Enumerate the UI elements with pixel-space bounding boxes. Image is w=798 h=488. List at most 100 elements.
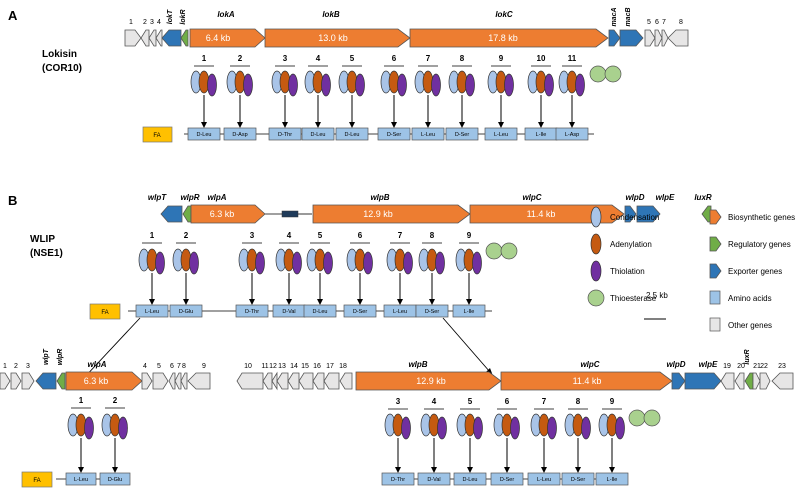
gene-name-macB: macB <box>625 7 632 26</box>
panel-b-amino-acid-label: D-Thr <box>245 309 259 315</box>
panel-br-module-arrowhead <box>431 467 437 473</box>
gene-br-wlpB-name: wlpB <box>408 360 427 369</box>
gene-number: 23 <box>778 363 786 370</box>
gene-br-11 <box>262 372 273 390</box>
gene-lokA-name: lokA <box>217 10 235 19</box>
gene-number: 3 <box>26 363 30 370</box>
panel-a-module-9-thiolation <box>504 73 514 97</box>
gene-a-5 <box>644 29 656 47</box>
gene-wlpA-size: 6.3 kb <box>210 209 235 219</box>
panel-a-letter: A <box>8 8 18 23</box>
panel-br-amino-acid-label: D-Val <box>427 477 440 483</box>
panel-b-amino-acid-box <box>415 304 449 318</box>
panel-a-amino-acid-label: D-Leu <box>311 132 326 138</box>
gene-lokR <box>180 29 189 47</box>
panel-a-module-arrowhead <box>282 122 288 128</box>
panel-b-module-number: 3 <box>250 231 255 240</box>
projection-line-left <box>81 317 141 381</box>
panel-a-amino-acid-box <box>411 127 445 141</box>
gene-number: 10 <box>244 363 252 370</box>
gene-number: 7 <box>177 363 181 370</box>
panel-br-amino-acid-label: L-Ile <box>607 477 618 483</box>
panel-bl-amino-acid-box <box>65 472 97 486</box>
panel-a-module-arrowhead <box>538 122 544 128</box>
panel-br-amino-acid-box <box>490 472 524 486</box>
panel-bl-amino-acid-box <box>99 472 131 486</box>
panel-a-amino-acid-label: L-Leu <box>421 132 435 138</box>
panel-a-module-10-thiolation <box>544 73 554 97</box>
panel-b-module-5-thiolation <box>323 251 333 275</box>
gene-wlpD <box>624 205 637 223</box>
gene-wlpR-name: wlpR <box>180 193 199 202</box>
gene-br-17 <box>323 372 340 390</box>
gene-number: 6 <box>170 363 174 370</box>
panel-br-amino-acid-box <box>453 472 487 486</box>
panel-br-module-7-thiolation <box>615 416 625 440</box>
panel-br-module-3-thiolation <box>473 416 483 440</box>
gene-br-22 <box>759 372 771 390</box>
panel-b-fa-label: FA <box>101 310 108 316</box>
gene-br-wlpC-name: wlpC <box>580 360 599 369</box>
gene-wlpE <box>636 205 661 223</box>
legend-other-gene-swatch <box>709 317 721 332</box>
panel-br-amino-acid-label: D-Ser <box>500 477 515 483</box>
panel-b-module-arrowhead <box>429 299 435 305</box>
gene-number: 3 <box>150 19 154 26</box>
gene-br-20 <box>734 372 745 390</box>
gene-bl-wlpA-name: wlpA <box>87 360 106 369</box>
panel-br-module-number: 5 <box>468 397 473 406</box>
gene-br-14 <box>287 372 300 390</box>
gene-number: 12 <box>269 363 277 370</box>
gene-number: 19 <box>723 363 731 370</box>
panel-br-module-arrowhead <box>395 467 401 473</box>
panel-b-module-number: 2 <box>184 231 189 240</box>
panel-a-amino-acid-box <box>377 127 411 141</box>
gene-br-wlpB-size: 12.9 kb <box>416 376 446 386</box>
legend-thiolation-label: Thiolation <box>610 267 645 276</box>
gene-wlpB <box>312 204 471 224</box>
panel-b-amino-acid-label: D-Leu <box>313 309 328 315</box>
gene-lokC-name: lokC <box>495 10 513 19</box>
gene-a-6 <box>654 29 663 47</box>
gene-lokB <box>264 28 411 48</box>
panel-b-amino-acid-label: D-Glu <box>179 309 193 315</box>
panel-bl-fa-label: FA <box>33 478 40 484</box>
gene-wlpC-size: 11.4 kb <box>527 209 556 219</box>
gene-br-luxR <box>744 372 754 390</box>
gene-wlpB-size: 12.9 kb <box>363 209 393 219</box>
gene-bl-wlpA-size: 6.3 kb <box>84 376 109 386</box>
gene-wlpE-name: wlpE <box>656 193 675 202</box>
intergenic-insert-box <box>281 210 299 218</box>
panel-bl-module-arrowhead <box>78 467 84 473</box>
panel-br-module-6-thiolation <box>581 416 591 440</box>
panel-br-module-number: 3 <box>396 397 401 406</box>
panel-a-amino-acid-box <box>187 127 221 141</box>
panel-br-amino-acid-box <box>561 472 595 486</box>
panel-b-module-4-thiolation <box>292 251 302 275</box>
panel-a-module-6-thiolation <box>397 73 407 97</box>
gene-wlpA <box>190 204 266 224</box>
panel-b-amino-acid-box <box>303 304 337 318</box>
gene-lokA-size: 6.4 kb <box>206 33 231 43</box>
panel-a-module-4-thiolation <box>321 73 331 97</box>
gene-a-2 <box>140 29 150 47</box>
panel-b-amino-acid-label: L-Leu <box>145 309 159 315</box>
gene-name-lokR: lokR <box>180 9 187 24</box>
gene-number: 14 <box>290 363 298 370</box>
panel-br-amino-acid-label: D-Leu <box>463 477 478 483</box>
panel-br-module-arrowhead <box>609 467 615 473</box>
panel-a-amino-acid-box <box>335 127 369 141</box>
panel-bl-module-1-thiolation <box>84 416 94 440</box>
gene-wlpT <box>160 205 183 223</box>
panel-a-module-number: 3 <box>283 54 288 63</box>
panel-b-amino-acid-box <box>343 304 377 318</box>
panel-a-module-arrowhead <box>569 122 575 128</box>
legend-condensation-label: Condensation <box>610 213 659 222</box>
gene-number: 17 <box>326 363 334 370</box>
legend-adenylation-swatch <box>590 233 602 255</box>
panel-br-amino-acid-label: L-Leu <box>537 477 551 483</box>
gene-br-wlpC-size: 11.4 kb <box>573 376 602 386</box>
panel-a-amino-acid-label: D-Thr <box>278 132 292 138</box>
panel-b-amino-acid-label: L-Ile <box>464 309 475 315</box>
